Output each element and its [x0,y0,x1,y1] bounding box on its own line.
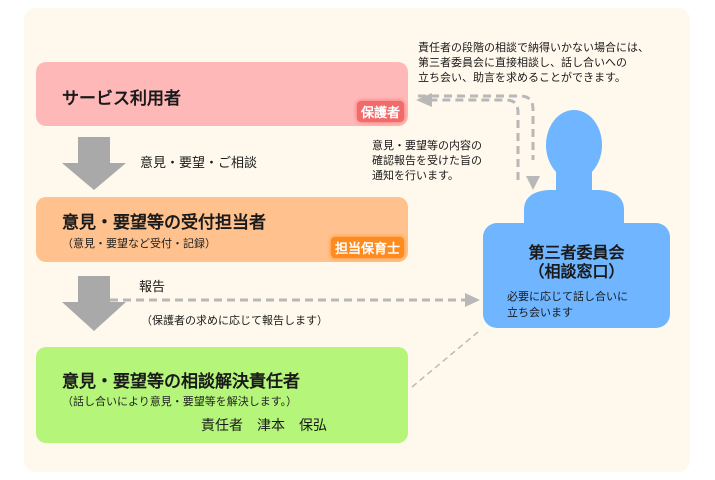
down-arrow-icon [62,276,126,331]
report-edge-label: 報告 [139,280,166,295]
direct-consult-dashed-arrow [418,94,540,190]
report-edge-sublabel: （保護者の求めに応じて報告します） [141,314,328,327]
resolver-committee-link [411,331,479,388]
direct-note-line2: 第三者委員会に直接相談し、話し合いへの [418,56,627,69]
service-user-title: サービス利用者 [62,89,181,109]
notify-note-line2: 確認報告を受けた旨の [372,154,482,167]
committee-box: 第三者委員会 （相談窓口） 必要に応じて話し合いに 立ち会います [483,223,670,328]
notify-dashed-arrow [416,93,520,180]
report-dashed-arrow [110,293,480,307]
notify-note: 意見・要望等の内容の 確認報告を受けた旨の 通知を行います。 [372,138,482,183]
committee-title-line2: （相談窓口） [528,262,625,281]
down-arrow-icon [62,137,126,190]
reception-title: 意見・要望等の受付担当者 [62,213,266,233]
committee-title-line1: 第三者委員会 [528,243,625,262]
responsible-person-name: 責任者 津本 保弘 [201,418,327,434]
service-user-box: サービス利用者 保護者 [36,62,408,126]
notify-note-line3: 通知を行います。 [372,169,459,182]
direct-consult-note: 責任者の段階の相談で納得いかない場合には、 第三者委員会に直接相談し、話し合いへ… [418,40,649,85]
reception-box: 意見・要望等の受付担当者 （意見・要望など受付・記録） 担当保育士 [36,197,408,262]
committee-title: 第三者委員会 （相談窓口） [483,243,670,281]
notify-note-line1: 意見・要望等の内容の [372,139,482,152]
resolver-subtitle: （話し合いにより意見・要望等を解決します。） [62,395,298,408]
reception-subtitle: （意見・要望など受付・記録） [62,237,216,250]
direct-note-line3: 立ち会い、助言を求めることができます。 [418,71,626,84]
opinion-edge-label: 意見・要望・ご相談 [140,156,258,171]
direct-note-line1: 責任者の段階の相談で納得いかない場合には、 [418,41,649,54]
committee-desc-line1: 必要に応じて話し合いに [507,290,628,303]
parent-badge: 保護者 [356,101,404,122]
resolver-title: 意見・要望等の相談解決責任者 [62,372,300,392]
committee-desc-line2: 立ち会います [507,306,573,319]
resolver-box: 意見・要望等の相談解決責任者 （話し合いにより意見・要望等を解決します。） 責任… [36,347,408,443]
committee-person-icon [524,110,624,230]
teacher-badge: 担当保育士 [330,237,404,258]
committee-description: 必要に応じて話し合いに 立ち会います [507,289,628,321]
